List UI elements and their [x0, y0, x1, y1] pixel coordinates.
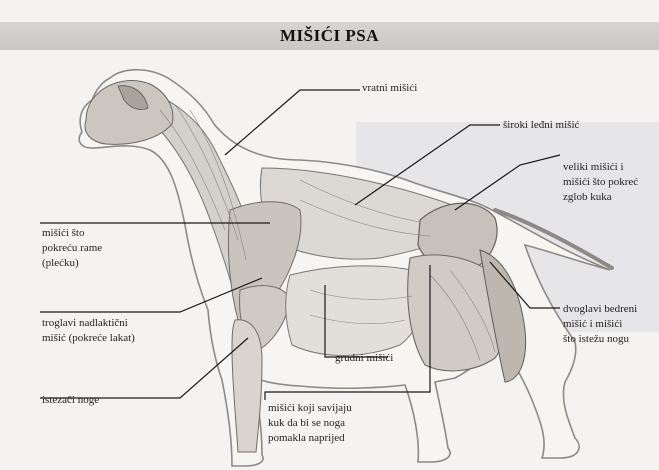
label-dvoglavi: dvoglavi bedreni mišić i mišići što iste… [563, 302, 637, 347]
leader-vratni [225, 90, 360, 155]
label-siroki-ledni-misic: široki leđni mišić [503, 118, 579, 133]
label-vratni-misici: vratni mišići [362, 81, 417, 96]
label-troglavi: troglavi nadlaktični mišić (pokreće laka… [42, 316, 135, 346]
label-grudni-misici: grudni mišići [335, 351, 393, 366]
label-veliki-misici: veliki mišići i mišići što pokreć zglob … [563, 160, 638, 205]
label-istezaci-noge: istezači noge [42, 393, 99, 408]
chest-muscles [286, 266, 424, 356]
label-savijaju: mišići koji savijaju kuk da bi se noga p… [268, 401, 352, 446]
label-misici-rame: mišići što pokreću rame (plećku) [42, 226, 102, 271]
